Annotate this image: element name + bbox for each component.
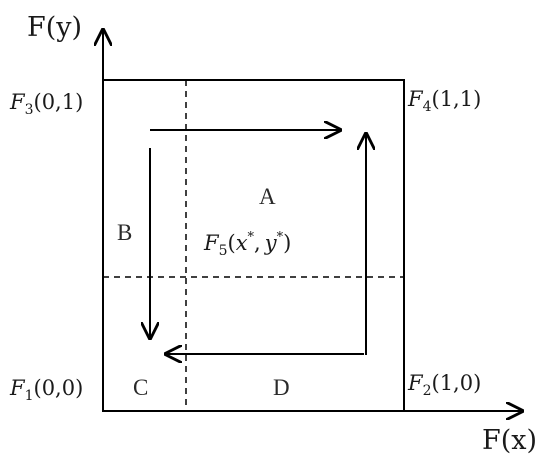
region-label-a: A [259, 184, 276, 209]
point-label-f4: F4(1,1) [407, 87, 481, 115]
point-label-f5: F5(x*,y*) [203, 230, 291, 259]
point-label-f2: F2(1,0) [407, 371, 481, 399]
region-label-b: B [117, 220, 132, 245]
region-label-c: C [133, 375, 148, 400]
point-label-f3: F3(0,1) [9, 90, 83, 118]
region-label-d: D [273, 375, 290, 400]
point-label-f1: F1(0,0) [9, 376, 83, 404]
x-axis-label: F(x) [482, 425, 537, 456]
y-axis-label: F(y) [27, 12, 82, 43]
unit-square [102, 79, 405, 412]
